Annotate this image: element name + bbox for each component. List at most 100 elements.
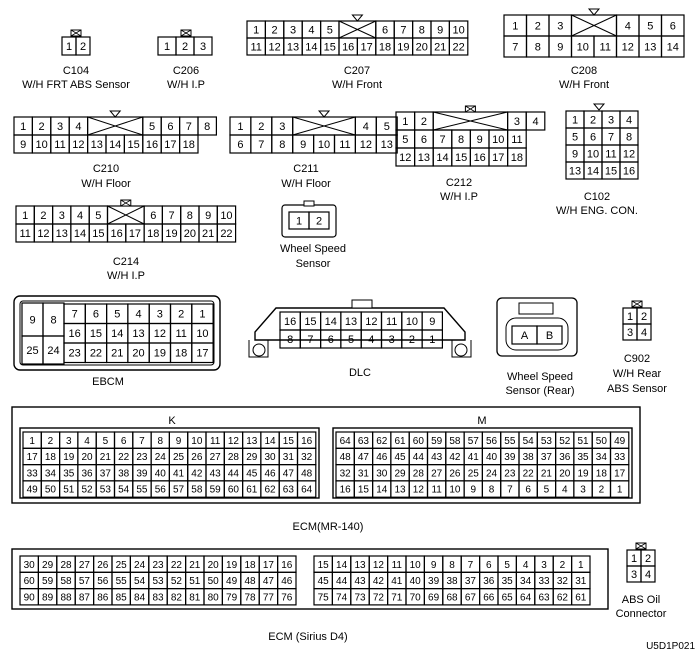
- ecm-sirius-pin-60-label: 60: [24, 576, 36, 587]
- ecm-sirius-pin-76: [277, 587, 297, 606]
- c207-pin-1-label: 1: [253, 24, 259, 36]
- c208-pin-10-label: 10: [577, 41, 589, 53]
- ecm-sirius-pin-73-label: 73: [354, 592, 366, 603]
- c207-pin-18-label: 18: [379, 41, 391, 53]
- c208-pin-14: [660, 35, 685, 58]
- c207-pin-11-label: 11: [250, 41, 261, 53]
- ecm-sirius-pin-65-label: 65: [502, 592, 514, 603]
- wheel-speed-sensor-rear-latch: [518, 302, 554, 315]
- ecm-mr140-title: ECM(MR-140): [293, 521, 364, 533]
- ecm-m-pin-14-label: 14: [376, 485, 388, 496]
- ecm-sirius-pin-30-label: 30: [24, 560, 36, 571]
- ecm-k-block: [19, 427, 320, 499]
- c102-pin-11-label: 11: [605, 148, 616, 160]
- ecm-mr140-housing: [11, 406, 641, 504]
- ecm-k-pin-47-label: 47: [283, 468, 295, 479]
- ecm-m-pin-21-label: 21: [541, 468, 553, 479]
- c214-pin-1-label: 1: [22, 210, 28, 222]
- ecm-sirius-pin-54-label: 54: [134, 576, 146, 587]
- ecm-m-pin-16-label: 16: [340, 485, 352, 496]
- c212-pin-4-label: 4: [532, 116, 538, 128]
- c212-pin-2-label: 2: [421, 116, 427, 128]
- ecm-sirius-pin-24-label: 24: [134, 560, 146, 571]
- ecm-sirius-pin-90-label: 90: [24, 592, 36, 603]
- c208-pin-2-label: 2: [535, 20, 541, 32]
- ecm-k-pin-59-label: 59: [210, 485, 222, 496]
- ecm-sirius-pin-7-label: 7: [468, 560, 474, 571]
- c214-pin-18-label: 18: [147, 228, 159, 240]
- ecm-m-pin-28-label: 28: [413, 468, 425, 479]
- c102-pin-9-label: 9: [572, 148, 578, 160]
- abs-oil-connector-pin-4-label: 4: [645, 569, 651, 581]
- c104-pin-1-label: 1: [66, 41, 72, 53]
- ecm-sirius-pin-62-label: 62: [557, 592, 569, 603]
- c208-pin-11-label: 11: [600, 41, 611, 53]
- ecm-m-pin-20-label: 20: [559, 468, 571, 479]
- dlc-pin-16-label: 16: [284, 316, 296, 328]
- ecm-k-pin-8-label: 8: [157, 436, 163, 447]
- ecm-sirius-pin-61-label: 61: [575, 592, 587, 603]
- c208-pin-12-label: 12: [622, 41, 634, 53]
- c214-pin-7-label: 7: [168, 210, 174, 222]
- ecm-m-pin-23-label: 23: [504, 468, 516, 479]
- ecm-k-pin-7-label: 7: [139, 436, 145, 447]
- c212-key-marker-x2: [465, 105, 476, 113]
- c210-pin-18-label: 18: [183, 139, 195, 151]
- ebcm-pin-23-label: 23: [69, 348, 81, 360]
- ecm-sirius-pin-85-label: 85: [116, 592, 128, 603]
- ecm-k-pin-4-label: 4: [84, 436, 90, 447]
- ecm-m-pin-34-label: 34: [596, 452, 608, 463]
- wheel-speed-sensor-rear-pin-A-label: A: [521, 330, 529, 342]
- ecm-sirius-pin-35-label: 35: [502, 576, 514, 587]
- c208-pin-9-label: 9: [557, 41, 563, 53]
- wheel-speed-sensor-pin-2: [308, 211, 330, 230]
- dlc-pin-13-label: 13: [345, 316, 357, 328]
- dlc-name: DLC: [349, 367, 371, 379]
- c902-pin-4: [636, 323, 652, 341]
- ecm-k-pin-55-label: 55: [136, 485, 148, 496]
- ecm-sirius-pin-37-label: 37: [465, 576, 477, 587]
- ebcm-pin-1-label: 1: [199, 309, 205, 321]
- c214-key-marker-x2: [120, 199, 132, 207]
- ecm-m-pin-3-label: 3: [580, 485, 586, 496]
- c208-name: W/H Front: [559, 79, 609, 91]
- c210-pin-18: [179, 134, 199, 154]
- dlc-housing: [254, 307, 466, 341]
- c212-pin-18: [507, 147, 527, 167]
- c212-pin-9-label: 9: [477, 134, 483, 146]
- c207-pin-5-label: 5: [327, 24, 333, 36]
- ebcm-pin-19-label: 19: [154, 348, 166, 360]
- c212-pin-1-label: 1: [402, 116, 408, 128]
- ecm-m-pin-55-label: 55: [504, 436, 516, 447]
- wheel-speed-sensor-pin-1-label: 1: [296, 215, 302, 227]
- dlc-mount-left: [252, 343, 266, 357]
- c211-pin-13: [375, 134, 398, 154]
- ecm-m-pin-18-label: 18: [596, 468, 608, 479]
- ecm-sirius-pin-52-label: 52: [171, 576, 183, 587]
- c210-pin-9-label: 9: [20, 139, 26, 151]
- c210-pin-17-label: 17: [164, 139, 176, 151]
- c104-lock-x2: [70, 29, 82, 37]
- ecm-k-pin-50-label: 50: [45, 485, 57, 496]
- ecm-sirius-pin-87-label: 87: [79, 592, 91, 603]
- ecm-sirius-pin-55-label: 55: [116, 576, 128, 587]
- c207-pin-16-label: 16: [342, 41, 354, 53]
- ecm-k-pin-20-label: 20: [81, 452, 93, 463]
- ecm-sirius-pin-49-label: 49: [226, 576, 238, 587]
- ecm-sirius-pin-40-label: 40: [410, 576, 422, 587]
- c214-pin-19-label: 19: [165, 228, 177, 240]
- c212-pin-4: [525, 111, 546, 131]
- c212-pin-16-label: 16: [474, 152, 486, 164]
- ecm-m-pin-4-label: 4: [562, 485, 568, 496]
- c211-pin-10-label: 10: [318, 139, 330, 151]
- ebcm-pin-14-label: 14: [111, 328, 123, 340]
- ecm-m-pin-47-label: 47: [358, 452, 370, 463]
- c214-code: C214: [113, 256, 139, 268]
- c206-code: C206: [173, 65, 199, 77]
- ebcm-pin-13-label: 13: [132, 328, 144, 340]
- ecm-sirius-pin-75-label: 75: [318, 592, 330, 603]
- dlc-latch: [351, 299, 373, 309]
- ecm-k-label: K: [168, 415, 176, 427]
- c102-pin-13-label: 13: [569, 165, 581, 177]
- wheel-speed-sensor-rear-pin-B: [536, 325, 563, 345]
